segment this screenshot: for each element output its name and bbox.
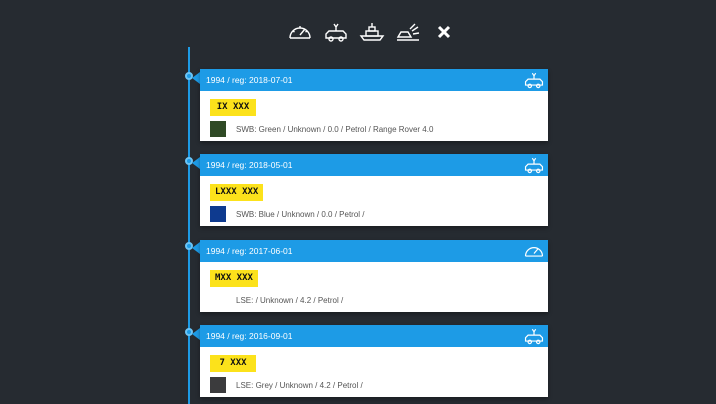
vehicle-spec: SWB: Blue / Unknown / 0.0 / Petrol / xyxy=(236,209,365,219)
timeline-connector xyxy=(192,157,200,169)
ship-icon[interactable] xyxy=(359,20,385,44)
license-plate: LXXX XXX xyxy=(210,184,264,201)
entry-date: 1994 / reg: 2018-07-01 xyxy=(206,75,293,85)
entry-header: 1994 / reg: 2017-06-01 xyxy=(200,240,548,262)
entry-header: 1994 / reg: 2018-07-01 xyxy=(200,69,548,91)
entry-header: 1994 / reg: 2016-09-01 xyxy=(200,325,548,347)
filter-toolbar xyxy=(287,20,457,44)
license-plate: MXX XXX xyxy=(210,270,258,287)
speedometer-icon xyxy=(524,247,544,257)
entry-date: 1994 / reg: 2016-09-01 xyxy=(206,331,293,341)
color-swatch xyxy=(210,292,226,308)
vehicle-spec: LSE: / Unknown / 4.2 / Petrol / xyxy=(236,295,344,305)
license-plate: 7 XXX xyxy=(210,355,256,372)
timeline-entry[interactable]: 1994 / reg: 2018-07-01 IX XXX SWB: Green… xyxy=(200,69,548,141)
car-crash-icon[interactable] xyxy=(395,20,421,44)
timeline-entry[interactable]: 1994 / reg: 2017-06-01 MXX XXX LSE: / Un… xyxy=(200,240,548,312)
car-service-icon xyxy=(524,328,544,345)
timeline-connector xyxy=(192,242,200,254)
car-service-icon xyxy=(524,72,544,89)
color-swatch xyxy=(210,206,226,222)
close-icon[interactable] xyxy=(431,20,457,44)
speedometer-icon[interactable] xyxy=(287,20,313,44)
license-plate: IX XXX xyxy=(210,99,256,116)
entry-header: 1994 / reg: 2018-05-01 xyxy=(200,154,548,176)
entry-date: 1994 / reg: 2018-05-01 xyxy=(206,160,293,170)
timeline-entry[interactable]: 1994 / reg: 2016-09-01 7 XXX LSE: Grey /… xyxy=(200,325,548,397)
timeline-line xyxy=(188,47,190,404)
entry-date: 1994 / reg: 2017-06-01 xyxy=(206,246,293,256)
color-swatch xyxy=(210,377,226,393)
vehicle-spec: LSE: Grey / Unknown / 4.2 / Petrol / xyxy=(236,380,363,390)
color-swatch xyxy=(210,121,226,137)
timeline-connector xyxy=(192,72,200,84)
vehicle-spec: SWB: Green / Unknown / 0.0 / Petrol / Ra… xyxy=(236,124,434,134)
timeline-connector xyxy=(192,328,200,340)
car-service-icon xyxy=(524,157,544,174)
timeline-entry[interactable]: 1994 / reg: 2018-05-01 LXXX XXX SWB: Blu… xyxy=(200,154,548,226)
car-service-icon[interactable] xyxy=(323,20,349,44)
